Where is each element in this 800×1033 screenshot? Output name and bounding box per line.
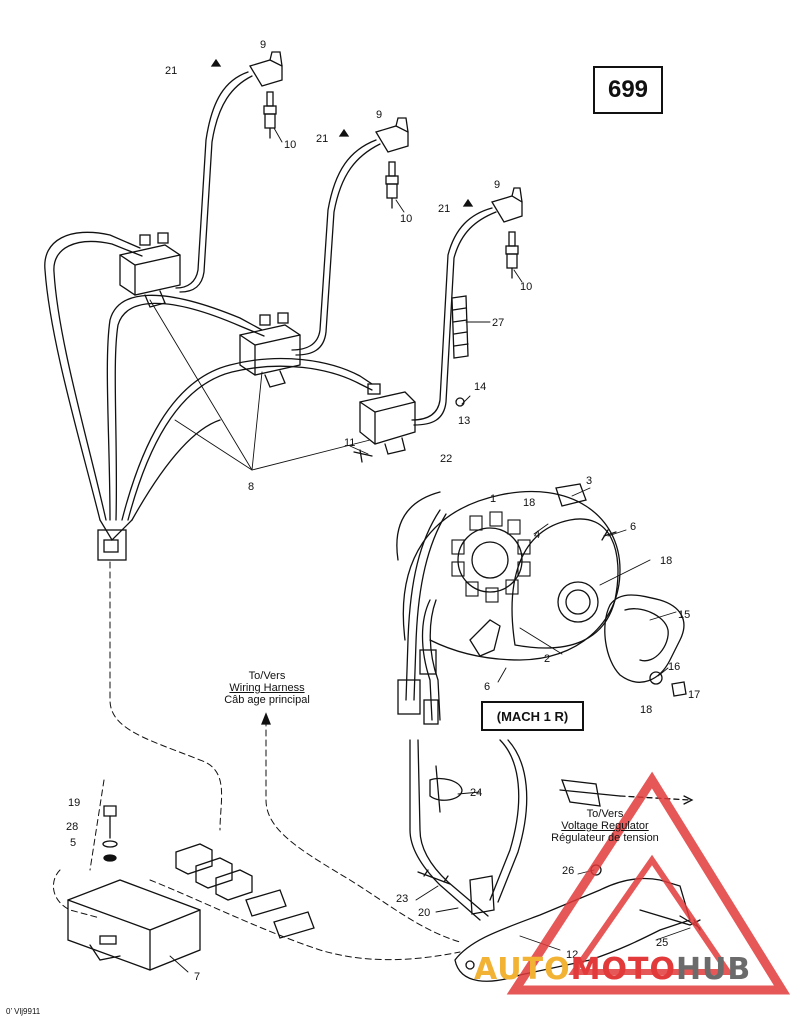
harness-note: To/Vers Wiring Harness Câb age principal <box>212 670 322 706</box>
regulator-note-line2: Voltage Regulator <box>561 820 649 832</box>
watermark-triangle <box>506 771 791 995</box>
harness-note-line3: Câb age principal <box>224 694 310 706</box>
stator-harness <box>397 509 528 921</box>
harness-connector <box>97 519 133 561</box>
callout-3: 3 <box>586 475 592 487</box>
callout-labels: 9 21 10 9 21 10 9 21 10 27 14 13 11 8 22… <box>66 39 700 983</box>
callout-10: 10 <box>520 281 532 293</box>
callout-19: 19 <box>68 797 80 809</box>
callout-21: 21 <box>438 203 450 215</box>
callout-27: 27 <box>492 317 504 329</box>
callout-16: 16 <box>668 661 680 673</box>
screw-icon-6 <box>601 529 617 541</box>
watermark-part1: AUTO <box>474 952 571 987</box>
callout-1: 1 <box>490 493 496 505</box>
callout-22: 22 <box>440 453 452 465</box>
variant-box: (MACH 1 R) <box>481 701 584 731</box>
protective-sleeve <box>451 295 469 359</box>
callout-13: 13 <box>458 415 470 427</box>
callout-18: 18 <box>523 497 535 509</box>
watermark-outer-triangle <box>506 771 791 995</box>
callout-4: 4 <box>534 529 540 541</box>
callout-5: 5 <box>70 837 76 849</box>
spark-plug-icons <box>263 91 519 279</box>
watermark-part2: MOTO <box>570 952 676 987</box>
trigger-coil <box>469 619 501 657</box>
callout-8: 8 <box>248 481 254 493</box>
regulator-note: To/Vers Voltage Regulator Régulateur de … <box>530 808 680 844</box>
watermark-part3: HUB <box>675 952 752 987</box>
harness-note-line2: Wiring Harness <box>229 682 305 694</box>
spark-plug-wires <box>175 71 497 426</box>
callout-10: 10 <box>284 139 296 151</box>
callout-18: 18 <box>660 555 672 567</box>
cdi-module <box>67 879 201 971</box>
callout-23: 23 <box>396 893 408 905</box>
callout-15: 15 <box>678 609 690 621</box>
regulator-connector <box>559 779 621 807</box>
bolt-stack <box>102 805 118 862</box>
harness-note-line1: To/Vers <box>248 670 286 682</box>
screw-icon <box>353 449 373 463</box>
callout-9: 9 <box>376 109 382 121</box>
connectors <box>175 843 315 939</box>
washer-icon <box>455 397 465 407</box>
wire-clip-icons <box>210 58 474 207</box>
callout-25: 25 <box>656 937 668 949</box>
ignition-harness <box>44 231 373 521</box>
callout-12: 12 <box>566 949 578 961</box>
page-number: 699 <box>607 76 649 103</box>
callout-24: 24 <box>470 787 482 799</box>
regulator-note-line1: To/Vers <box>586 808 624 820</box>
callout-18: 18 <box>640 704 652 716</box>
spark-plug-caps <box>249 51 523 223</box>
watermark-logo: AUTOMOTOHUB <box>474 952 751 987</box>
callout-17: 17 <box>688 689 700 701</box>
callout-14: 14 <box>474 381 486 393</box>
drawing-code: 0’ Vlj9911 <box>6 1007 41 1016</box>
tie-wrap-icon <box>429 765 463 813</box>
callout-21: 21 <box>165 65 177 77</box>
push-nut-icon <box>417 869 451 885</box>
leader-lines <box>149 127 691 973</box>
callout-21: 21 <box>316 133 328 145</box>
callout-2: 2 <box>544 653 550 665</box>
callout-20: 20 <box>418 907 430 919</box>
rotor-guard <box>604 594 687 697</box>
bracket-icon <box>555 483 587 507</box>
callout-7: 7 <box>194 971 200 983</box>
clamp-icon <box>469 875 495 915</box>
dashed-cables <box>52 561 461 961</box>
callout-6: 6 <box>630 521 636 533</box>
callout-9: 9 <box>494 179 500 191</box>
callout-28: 28 <box>66 821 78 833</box>
regulator-note-line3: Régulateur de tension <box>551 832 659 844</box>
variant-label: (MACH 1 R) <box>496 708 569 724</box>
callout-11: 11 <box>344 437 355 449</box>
callout-26: 26 <box>562 865 574 877</box>
ignition-coils <box>119 232 416 455</box>
callout-9: 9 <box>260 39 266 51</box>
page-number-box: 699 <box>593 66 663 114</box>
callout-6: 6 <box>484 681 490 693</box>
stator <box>451 511 531 603</box>
callout-10: 10 <box>400 213 412 225</box>
